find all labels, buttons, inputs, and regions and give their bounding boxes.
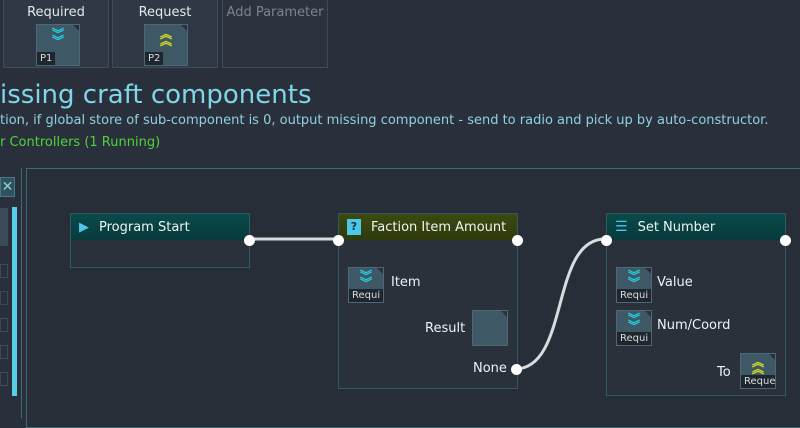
node-program-start[interactable]: ▶ Program Start [70, 213, 255, 268]
node-faction-item-amount[interactable]: ? Faction Item Amount ︾︾Requi Item Result… [333, 213, 523, 389]
parameter-request[interactable]: Request ︽︽P2 [112, 0, 218, 68]
wire [514, 237, 606, 371]
scrollbar[interactable] [12, 207, 17, 396]
list-item[interactable] [0, 208, 8, 246]
node-list-sidebar: ✕ [0, 168, 22, 418]
parameter-required[interactable]: Required ︾︾P1 [3, 0, 109, 68]
equals-icon: ☰ [615, 219, 628, 235]
node-set-number[interactable]: ☰ Set Number ︾︾Requi Value ︾︾Requi Num/Co… [601, 213, 791, 396]
controllers-status[interactable]: r Controllers (1 Running) [0, 135, 161, 150]
parameter-label: Request [138, 5, 192, 20]
value-slot[interactable]: ︾︾Requi [616, 267, 652, 303]
none-label: None [473, 361, 507, 376]
list-item[interactable] [0, 318, 8, 332]
output-port[interactable] [512, 235, 523, 246]
item-label: Item [391, 275, 421, 290]
input-port[interactable] [601, 235, 612, 246]
list-item[interactable] [0, 264, 8, 278]
value-label: Value [657, 275, 693, 290]
wires [249, 237, 606, 371]
result-label: Result [425, 321, 466, 336]
none-port[interactable] [511, 364, 522, 375]
list-item[interactable] [0, 345, 8, 359]
program-description: tion, if global store of sub-component i… [0, 113, 769, 128]
to-slot[interactable]: ︽︽Reque [740, 353, 776, 389]
add-parameter-button[interactable]: Add Parameter [222, 0, 328, 68]
input-port[interactable] [333, 235, 344, 246]
result-slot[interactable] [472, 310, 508, 346]
item-slot[interactable]: ︾︾Requi [348, 267, 384, 303]
play-icon: ▶ [79, 219, 89, 235]
parameter-label: Required [27, 5, 85, 20]
slot-tag: Requi [617, 332, 651, 345]
slot-tag: Requi [617, 289, 651, 302]
output-port[interactable] [780, 235, 791, 246]
slot-tag: Requi [349, 289, 383, 302]
slot-tag: Reque [741, 375, 775, 388]
question-book-icon: ? [347, 219, 361, 235]
parameter-tag: P2 [145, 52, 164, 65]
output-port[interactable] [244, 235, 255, 246]
list-item[interactable] [0, 291, 8, 305]
parameter-request-icon: ︽︽P2 [144, 24, 188, 66]
list-item[interactable] [0, 372, 8, 386]
program-title: issing craft components [0, 80, 312, 110]
close-icon[interactable]: ✕ [0, 177, 15, 197]
parameter-tag: P1 [37, 52, 56, 65]
parameter-required-icon: ︾︾P1 [36, 24, 80, 66]
add-parameter-label: Add Parameter [226, 5, 324, 20]
node-title: Program Start [99, 219, 190, 235]
num-coord-label: Num/Coord [657, 318, 731, 333]
num-coord-slot[interactable]: ︾︾Requi [616, 310, 652, 346]
node-title: Set Number [637, 219, 716, 235]
to-label: To [717, 365, 731, 380]
node-title: Faction Item Amount [371, 219, 507, 235]
